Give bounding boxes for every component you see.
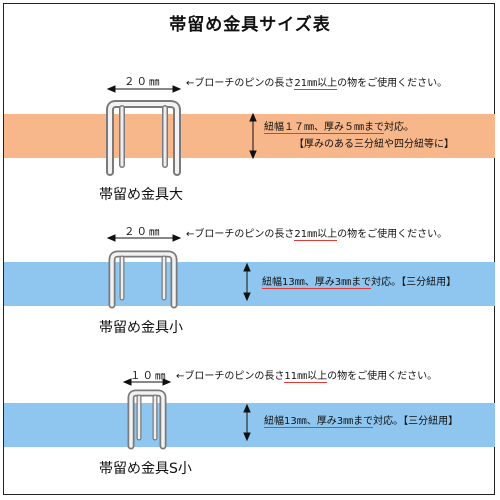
thickness-arrow-s-small [243,403,251,442]
width-label-large: ２０㎜ [124,76,162,88]
width-arrow-s-small [122,378,172,386]
thickness-arrow-small [243,262,251,302]
name-s-small: 帯留め金具S小 [99,461,192,477]
pin-note-large: ←ブローチのピンの長さ21㎜以上の物をご使用ください。 [186,78,448,90]
page-frame [3,3,495,495]
cord-note-large-extra: 【厚みのある三分紐や四分紐等に】 [294,139,454,150]
clasp-large-shape [106,100,181,176]
clasp-s-small-shape [127,389,167,450]
width-arrow-small [106,234,182,242]
cord-note-small: 紐幅13㎜、厚み3㎜まで対応。【三分紐用】 [262,277,457,289]
name-small: 帯留め金具小 [99,320,183,336]
cord-note-s-small: 紐幅13㎜、厚み3㎜まで対応。【三分紐用】 [264,416,459,428]
page-title: 帯留め金具サイズ表 [169,15,331,35]
thickness-arrow-large [249,112,257,160]
pin-note-s-small: ←ブローチのピンの長さ11㎜以上の物をご使用ください。 [176,371,438,383]
width-arrow-large [106,85,182,93]
name-large: 帯留め金具大 [99,187,183,203]
clasp-small-shape [108,250,178,309]
width-label-s-small: １０㎜ [130,370,168,382]
pin-note-small: ←ブローチのピンの長さ21㎜以上の物をご使用ください。 [186,229,448,241]
width-label-small: ２０㎜ [124,226,162,238]
cord-note-large: 紐幅１７㎜、厚み５㎜まで対応。 [264,122,414,134]
